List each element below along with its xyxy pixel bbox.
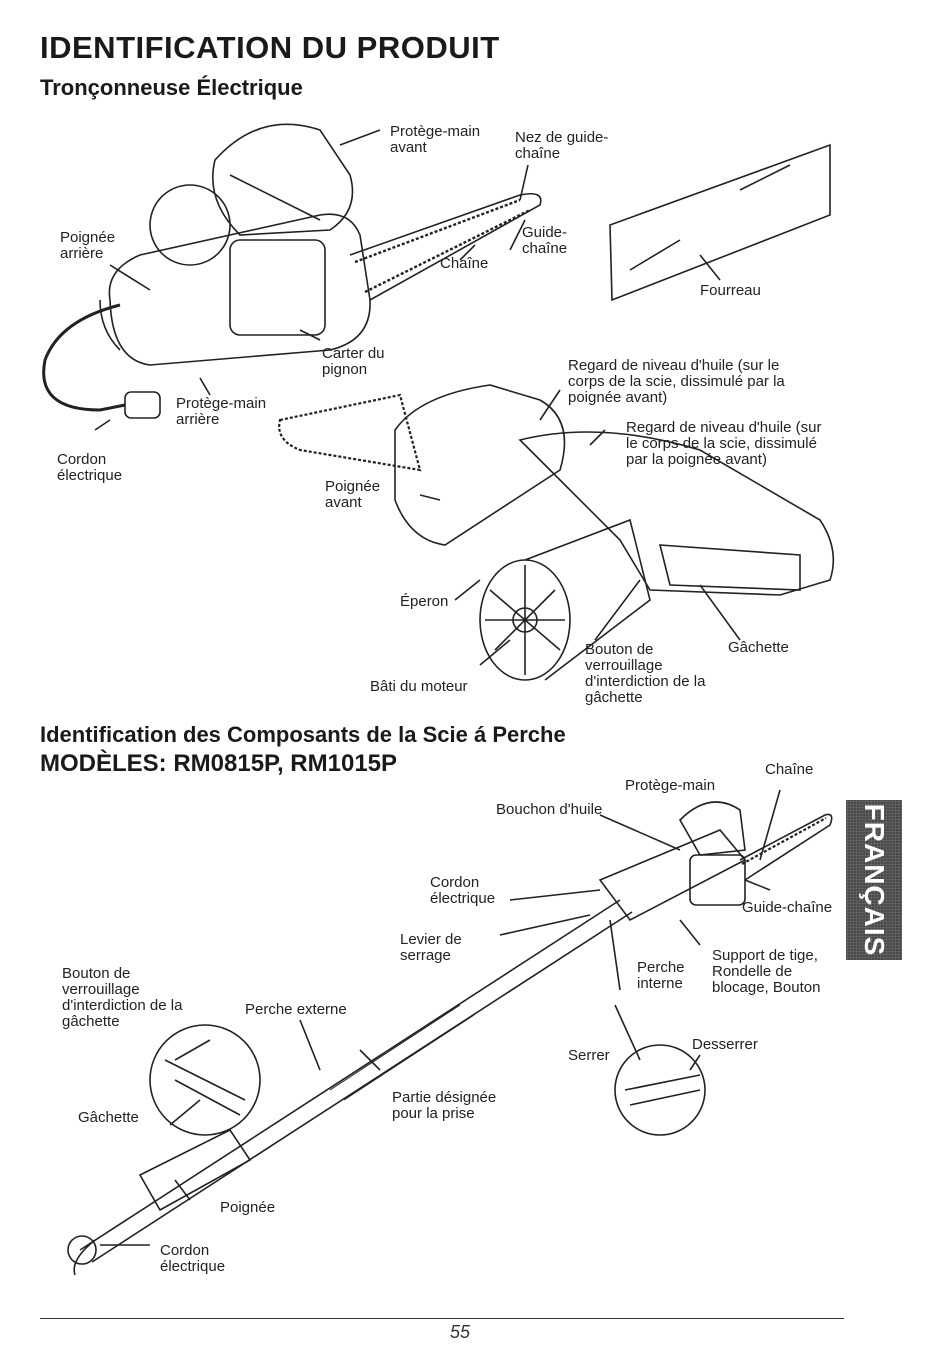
label-bouton-verrouillage: Bouton de verrouillage d'interdiction de…: [585, 641, 706, 706]
pole-label-protege-main: Protège-main: [625, 777, 716, 794]
label-eperon: Éperon: [400, 593, 449, 610]
label-poignee-arriere: Poignée arrière: [60, 229, 116, 262]
pole-label-support-tige: Support de tige, Rondelle de blocage, Bo…: [712, 947, 821, 996]
label-fourreau: Fourreau: [700, 282, 761, 299]
label-cordon-electrique: Cordon électrique: [57, 451, 123, 484]
label-protege-main-avant: Protège-main avant: [390, 123, 481, 156]
language-tab-label: FRANÇAIS: [859, 803, 890, 957]
label-guide-chaine: Guide- chaîne: [522, 224, 568, 257]
footer-rule: [40, 1318, 844, 1319]
pole-label-levier-serrage: Levier de serrage: [400, 931, 462, 964]
pole-label-poignee: Poignée: [220, 1199, 276, 1216]
page-number: 55: [450, 1322, 471, 1342]
label-chaine: Chaîne: [440, 255, 489, 272]
pole-label-serrer: Serrer: [568, 1047, 610, 1064]
pole-label-bouton-verrouillage: Bouton de verrouillage d'interdiction de…: [62, 965, 183, 1030]
label-regard-huile-1: Regard de niveau d'huile (sur le corps d…: [568, 357, 785, 406]
label-nez-guide-chaine: Nez de guide- chaîne: [515, 129, 609, 162]
pole-label-chaine: Chaîne: [765, 761, 814, 778]
page-title: IDENTIFICATION DU PRODUIT: [40, 30, 500, 65]
section-title-pole-saw: Identification des Composants de la Scie…: [40, 722, 566, 747]
pole-label-perche-externe: Perche externe: [245, 1001, 347, 1018]
section-title-chainsaw: Tronçonneuse Électrique: [40, 75, 303, 100]
pole-label-bouchon-huile: Bouchon d'huile: [496, 801, 603, 818]
label-gachette: Gâchette: [728, 639, 789, 656]
pole-label-partie-prise: Partie désignée pour la prise: [392, 1089, 497, 1122]
label-poignee-avant: Poignée avant: [325, 478, 381, 511]
pole-label-cordon-electrique: Cordon électrique: [430, 874, 496, 907]
label-bati-moteur: Bâti du moteur: [370, 678, 468, 695]
pole-label-cordon-bas: Cordon électrique: [160, 1242, 226, 1275]
pole-label-gachette: Gâchette: [78, 1109, 139, 1126]
label-protege-main-arriere: Protège-main arrière: [176, 395, 267, 428]
pole-label-guide-chaine: Guide-chaîne: [742, 899, 833, 916]
language-tab: FRANÇAIS: [846, 800, 902, 960]
label-regard-huile-2: Regard de niveau d'huile (sur le corps d…: [626, 419, 822, 468]
pole-label-perche-interne: Perche interne: [637, 959, 685, 992]
models-heading: MODÈLES: RM0815P, RM1015P: [40, 750, 398, 777]
pole-label-desserrer: Desserrer: [692, 1036, 758, 1053]
label-carter-pignon: Carter du pignon: [322, 345, 385, 378]
